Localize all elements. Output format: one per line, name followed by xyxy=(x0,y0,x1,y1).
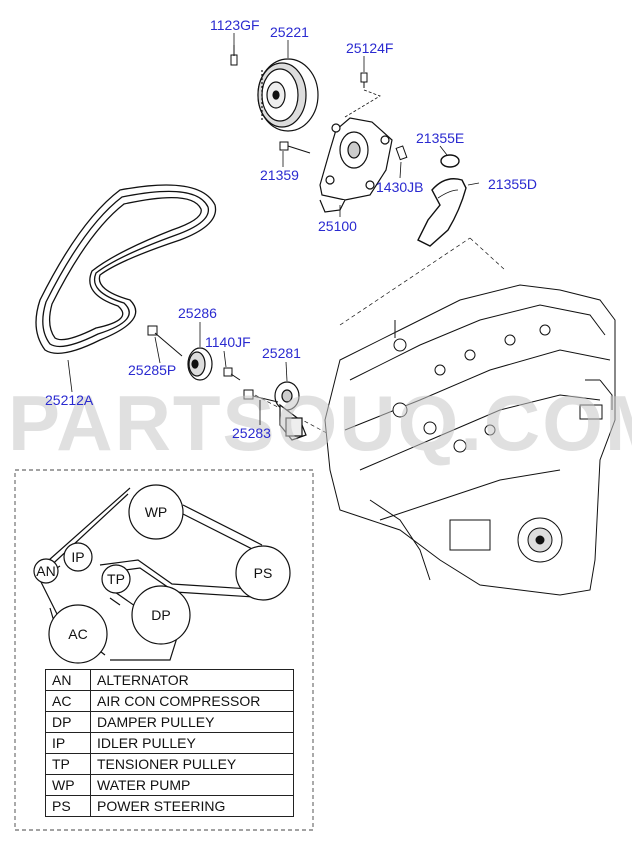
idler-pulley xyxy=(187,347,213,381)
label-25221[interactable]: 25221 xyxy=(270,24,309,40)
label-1123gf[interactable]: 1123GF xyxy=(210,17,260,33)
legend-row: IP IDLER PULLEY xyxy=(45,732,294,754)
legend-abbr: IP xyxy=(45,732,91,754)
label-25285p[interactable]: 25285P xyxy=(128,362,176,378)
bolt-21359 xyxy=(279,141,311,154)
label-25281[interactable]: 25281 xyxy=(262,345,301,361)
water-pump-body xyxy=(319,117,393,213)
label-25286[interactable]: 25286 xyxy=(178,305,217,321)
pulley-tp-label: TP xyxy=(107,571,125,587)
pulley-dp-label: DP xyxy=(151,607,170,623)
gasket-21355d xyxy=(417,178,467,247)
legend-name: IDLER PULLEY xyxy=(90,732,294,754)
legend-abbr: TP xyxy=(45,753,91,775)
legend-name: AIR CON COMPRESSOR xyxy=(90,690,294,712)
legend-row: AC AIR CON COMPRESSOR xyxy=(45,690,294,712)
legend-row: TP TENSIONER PULLEY xyxy=(45,753,294,775)
pulley-dp xyxy=(131,585,191,645)
legend-abbr: AN xyxy=(45,669,91,691)
pulley-an-label: AN xyxy=(36,563,55,579)
pulley-ac xyxy=(48,604,108,664)
legend-name: POWER STEERING xyxy=(90,795,294,817)
label-25124f[interactable]: 25124F xyxy=(346,40,393,56)
legend-row: PS POWER STEERING xyxy=(45,795,294,817)
pin-1430jb xyxy=(395,145,408,161)
label-21359[interactable]: 21359 xyxy=(260,167,299,183)
bolt-1123gf xyxy=(230,45,238,66)
drive-belt xyxy=(35,184,217,354)
legend-abbr: DP xyxy=(45,711,91,733)
watermark: PARTSOUQ.COM xyxy=(8,379,632,467)
bolt-1140jf xyxy=(223,367,241,381)
pulley-legend: AN ALTERNATOR AC AIR CON COMPRESSOR DP D… xyxy=(45,669,294,817)
o-ring-21355e xyxy=(440,154,460,168)
legend-abbr: WP xyxy=(45,774,91,796)
legend-row: AN ALTERNATOR xyxy=(45,669,294,691)
legend-name: DAMPER PULLEY xyxy=(90,711,294,733)
pulley-tp xyxy=(101,564,131,594)
label-25212a[interactable]: 25212A xyxy=(45,392,94,408)
legend-name: ALTERNATOR xyxy=(90,669,294,691)
label-21355d[interactable]: 21355D xyxy=(488,176,537,192)
part-labels: 1123GF 25221 25124F 21355E 21359 1430JB … xyxy=(45,17,537,441)
bolt-25124f xyxy=(360,72,368,88)
tensioner-assembly xyxy=(274,381,307,441)
engine-block xyxy=(324,284,616,596)
legend-row: WP WATER PUMP xyxy=(45,774,294,796)
label-1430jb[interactable]: 1430JB xyxy=(376,179,423,195)
label-25283[interactable]: 25283 xyxy=(232,425,271,441)
pulley-ip xyxy=(63,542,93,572)
pulley-ip-label: IP xyxy=(71,549,84,565)
pulley-ac-label: AC xyxy=(68,626,87,642)
routing-box xyxy=(14,469,314,831)
water-pump-pulley xyxy=(257,58,319,132)
pulley-ps-label: PS xyxy=(254,565,273,581)
bolt-25285p xyxy=(147,325,183,357)
label-21355e[interactable]: 21355E xyxy=(416,130,464,146)
legend-row: DP DAMPER PULLEY xyxy=(45,711,294,733)
bolt-25283 xyxy=(243,389,279,403)
pulley-wp-label: WP xyxy=(145,504,168,520)
pulley-an xyxy=(33,558,59,584)
legend-abbr: PS xyxy=(45,795,91,817)
legend-abbr: AC xyxy=(45,690,91,712)
label-1140jf[interactable]: 1140JF xyxy=(205,334,251,350)
legend-name: WATER PUMP xyxy=(90,774,294,796)
label-leaders xyxy=(67,33,448,425)
pulley-wp xyxy=(128,484,184,540)
pulley-ps xyxy=(235,545,291,601)
belt-routing-diagram: WP IP AN TP PS DP AC xyxy=(33,484,291,664)
label-25100[interactable]: 25100 xyxy=(318,218,357,234)
legend-name: TENSIONER PULLEY xyxy=(90,753,294,775)
